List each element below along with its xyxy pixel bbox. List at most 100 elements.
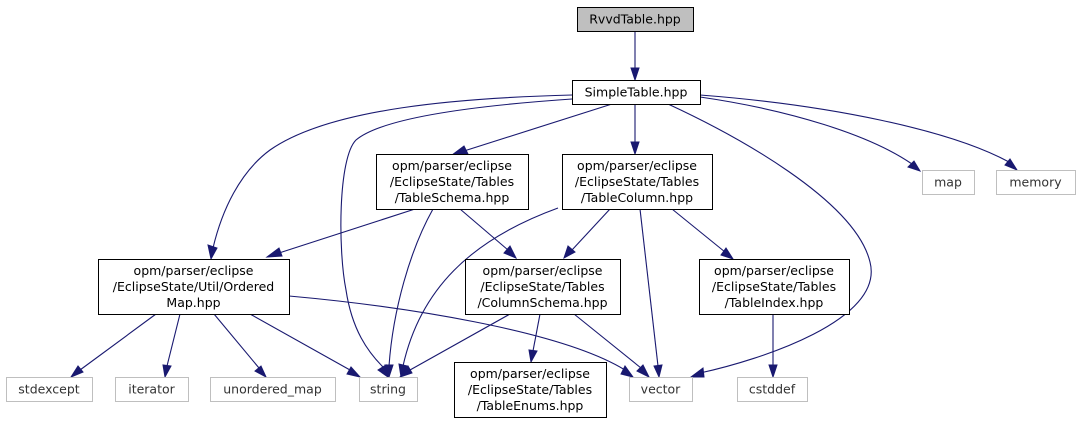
node-label-line: opm/parser/eclipse	[714, 263, 834, 278]
edge-arrowhead	[162, 364, 172, 379]
edge-arrowhead	[630, 67, 640, 82]
edge-line	[213, 313, 260, 369]
node-box	[115, 377, 189, 402]
node-label-line: opm/parser/eclipse	[577, 158, 697, 173]
node-tindex[interactable]: opm/parser/eclipse/EclipseState/Tables/T…	[699, 259, 850, 315]
edge-arrowhead	[265, 247, 283, 258]
edge-line	[166, 313, 181, 367]
edge-line	[402, 207, 559, 367]
node-label-line: /TableIndex.hpp	[725, 295, 824, 310]
edge-line	[699, 96, 913, 165]
edges-layer	[69, 31, 1019, 379]
edge-arrowhead	[528, 349, 538, 364]
node-label-line: unordered_map	[223, 382, 322, 397]
node-memory: memory	[996, 170, 1076, 195]
edge-line	[79, 313, 157, 371]
node-label-line: opm/parser/eclipse	[470, 366, 590, 381]
node-box	[996, 170, 1076, 195]
edge-line	[532, 313, 541, 352]
edge-arrowhead	[630, 141, 640, 156]
node-map: map	[922, 170, 975, 195]
node-label-line: RvvdTable.hpp	[589, 12, 681, 27]
edge-simple-to-ordered	[207, 94, 573, 261]
edge-line	[388, 208, 434, 367]
node-label-line: stdexcept	[18, 382, 79, 397]
node-label-line: Map.hpp	[166, 295, 220, 310]
node-label-line: /ColumnSchema.hpp	[477, 295, 607, 310]
node-label-line: iterator	[128, 382, 175, 397]
node-box	[562, 154, 713, 210]
edge-tindex-to-cstddef	[768, 314, 778, 379]
node-label-line: cstddef	[749, 382, 796, 397]
node-box	[454, 362, 607, 418]
node-label-line: opm/parser/eclipse	[392, 158, 512, 173]
node-ordered[interactable]: opm/parser/eclipse/EclipseState/Util/Ord…	[98, 259, 290, 315]
node-box	[98, 259, 290, 315]
edge-line	[667, 103, 872, 374]
edge-arrowhead	[207, 244, 218, 261]
node-column[interactable]: opm/parser/eclipse/EclipseState/Tables/T…	[562, 154, 713, 210]
node-box	[6, 377, 93, 402]
node-vector: vector	[629, 377, 693, 402]
edge-line	[459, 208, 509, 251]
edge-line	[212, 94, 573, 249]
node-label-line: vector	[641, 382, 682, 397]
edge-line	[639, 208, 659, 367]
node-box	[465, 259, 621, 315]
node-simple[interactable]: SimpleTable.hpp	[572, 80, 701, 105]
node-schema[interactable]: opm/parser/eclipse/EclipseState/Tables/T…	[376, 154, 529, 210]
edge-arrowhead	[503, 245, 518, 259]
edge-line	[288, 295, 626, 371]
edge-line	[463, 103, 613, 152]
edge-arrowhead	[620, 365, 635, 378]
edge-simple-to-map	[699, 96, 922, 172]
edge-simple-to-column	[630, 104, 640, 156]
edge-line	[249, 313, 351, 371]
edge-arrowhead	[384, 364, 394, 379]
edge-ordered-to-unordered_map	[213, 313, 268, 379]
node-label-line: /TableEnums.hpp	[477, 398, 584, 413]
edge-arrowhead	[720, 247, 735, 260]
edge-ordered-to-iterator	[162, 313, 181, 379]
node-label-line: /EclipseState/Tables	[390, 174, 514, 189]
node-label-line: map	[934, 175, 962, 190]
edge-line	[699, 94, 1010, 163]
edge-line	[278, 208, 416, 254]
edge-colschema-to-enums	[528, 313, 541, 364]
node-label-line: /EclipseState/Tables	[712, 279, 836, 294]
edge-arrowhead	[450, 145, 469, 156]
node-box	[737, 377, 808, 402]
edge-arrowhead	[346, 366, 362, 378]
edge-simple-to-vector	[667, 103, 872, 378]
node-stdexcept: stdexcept	[6, 377, 93, 402]
edge-arrowhead	[689, 367, 705, 378]
edge-line	[573, 313, 642, 369]
node-box	[376, 154, 529, 210]
node-box	[210, 377, 336, 402]
node-rvvd[interactable]: RvvdTable.hpp	[577, 7, 694, 32]
node-label-line: /EclipseState/Tables	[468, 382, 592, 397]
node-box	[922, 170, 975, 195]
node-box	[572, 80, 701, 105]
edge-ordered-to-stdexcept	[69, 313, 157, 379]
node-box	[629, 377, 693, 402]
edge-arrowhead	[69, 365, 84, 379]
node-unordered_map: unordered_map	[210, 377, 336, 402]
node-box	[699, 259, 850, 315]
edge-colschema-to-string	[398, 313, 511, 378]
edge-arrowhead	[907, 160, 922, 172]
node-colschema[interactable]: opm/parser/eclipse/EclipseState/Tables/C…	[465, 259, 621, 315]
node-iterator: iterator	[115, 377, 189, 402]
node-label-line: SimpleTable.hpp	[585, 85, 688, 100]
node-label-line: memory	[1009, 175, 1062, 190]
node-label-line: /TableColumn.hpp	[581, 190, 693, 205]
edge-schema-to-ordered	[265, 208, 416, 258]
edge-arrowhead	[563, 245, 576, 260]
edge-arrowhead	[254, 365, 268, 379]
edge-arrowhead	[398, 365, 413, 378]
edge-schema-to-string	[384, 208, 434, 379]
node-enums[interactable]: opm/parser/eclipse/EclipseState/Tables/T…	[454, 362, 607, 418]
node-label-line: string	[370, 382, 406, 397]
